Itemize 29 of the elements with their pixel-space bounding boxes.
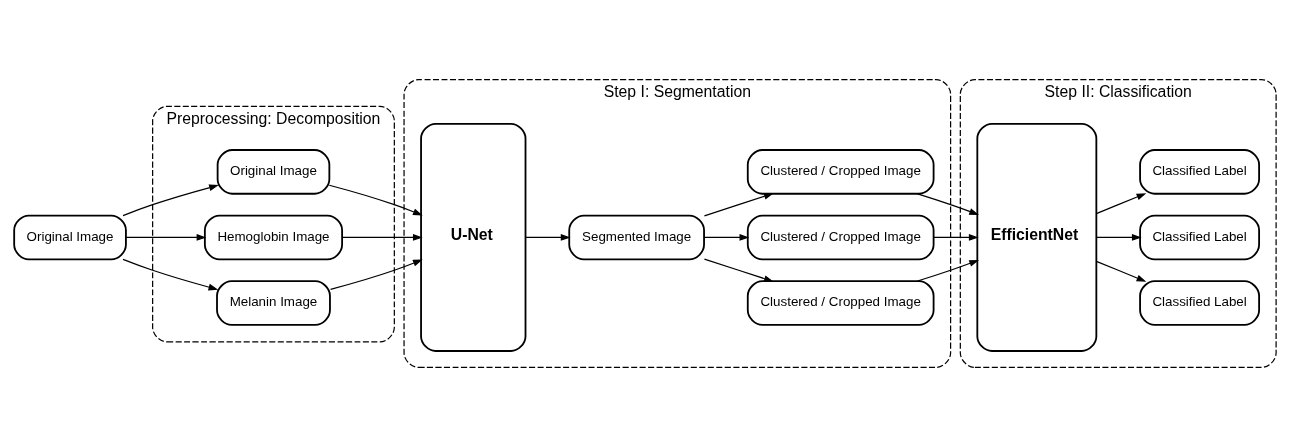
node-box: Clustered / Cropped Image [746, 214, 935, 261]
node-box: Clustered / Cropped Image [746, 280, 935, 326]
node-box: EfficientNet [976, 123, 1098, 352]
arrow [703, 193, 774, 217]
arrow [122, 184, 219, 217]
node-box: Segmented Image [568, 214, 705, 261]
arrow [703, 234, 750, 241]
arrow [916, 193, 979, 215]
node-box: Classified Label [1139, 214, 1260, 261]
node-box: Melanin Image [216, 280, 331, 326]
arrow [1095, 234, 1142, 241]
node-box: Classified Label [1139, 149, 1260, 195]
node-box: U-Net [420, 123, 527, 352]
arrow [329, 259, 423, 290]
arrow [933, 234, 979, 241]
arrow [1095, 193, 1147, 215]
arrow [328, 184, 423, 216]
arrow [122, 258, 219, 291]
node-box: Clustered / Cropped Image [746, 149, 935, 195]
arrow [1095, 260, 1147, 282]
arrow [916, 260, 979, 282]
arrow [125, 234, 207, 241]
node-box: Original Image [216, 149, 331, 195]
arrow [703, 258, 774, 282]
arrow [525, 234, 571, 241]
node-box: Classified Label [1139, 280, 1260, 326]
arrow [342, 234, 423, 241]
node-box: Original Image [13, 214, 127, 261]
node-box: Hemoglobin Image [203, 214, 344, 261]
